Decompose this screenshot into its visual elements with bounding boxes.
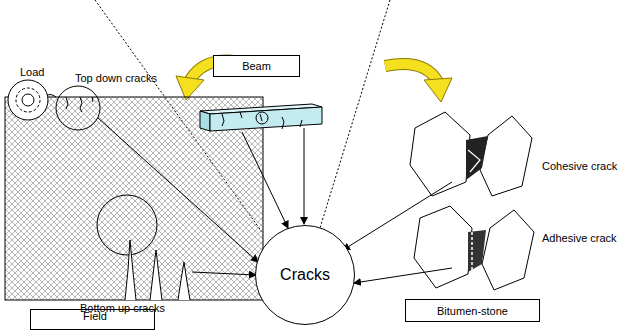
label-box: Bitumen-stone [405,299,540,322]
node-text: Beam [242,60,271,72]
load-label: Load [20,66,44,78]
node-text: Cracks [280,266,330,284]
divider-line [320,0,390,228]
curved-arrow [385,64,452,102]
node-text: Bitumen-stone [437,305,508,317]
load-wheel [8,80,48,120]
crack-label: Cohesive crack [542,160,617,172]
label-box: Beam [213,55,300,77]
bottom-up-crack [97,195,190,300]
stone-cohesive [410,112,532,196]
crack-label: Adhesive crack [542,232,617,244]
crack-label: Top down cracks [75,72,157,84]
crack-label: Bottom up cracks [80,302,165,314]
cracks-circle: Cracks [255,225,355,325]
stone-adhesive [414,206,534,290]
beam-specimen [200,104,322,131]
top-down-crack [56,86,100,130]
